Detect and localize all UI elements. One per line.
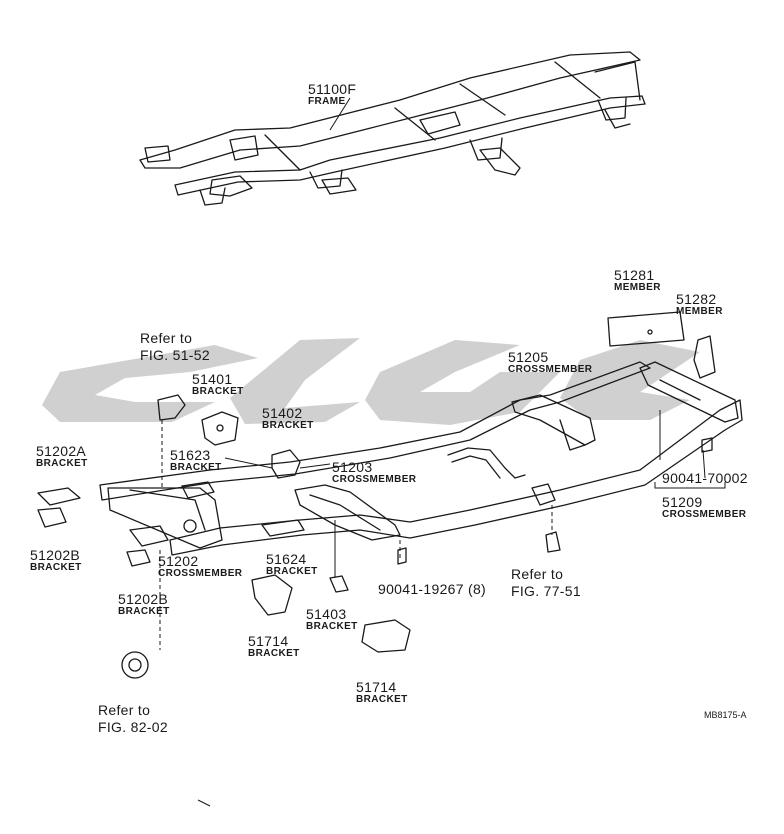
part-name: BRACKET <box>170 462 222 473</box>
part-number: 51282 <box>676 291 717 307</box>
part-number: 51203 <box>332 459 373 475</box>
frame-assembly-drawing <box>139 51 646 206</box>
part-number: 51403 <box>306 606 347 622</box>
diagram-code: MB8175-A <box>704 710 747 720</box>
part-number: 51202 <box>158 553 199 569</box>
label-51282: 51282 MEMBER <box>676 292 723 317</box>
part-number: 51402 <box>262 405 303 421</box>
label-51402: 51402 BRACKET <box>262 406 314 431</box>
label-51202: 51202 CROSSMEMBER <box>158 554 242 579</box>
part-name: BRACKET <box>30 562 82 573</box>
reference-fig-51-52: Refer to FIG. 51-52 <box>140 330 210 364</box>
part-number: 51202A <box>36 443 87 459</box>
reference-fig-82-02: Refer to FIG. 82-02 <box>98 702 168 736</box>
label-51202b-lower: 51202B BRACKET <box>118 592 170 617</box>
part-name: BRACKET <box>248 648 300 659</box>
label-51714-left: 51714 BRACKET <box>248 634 300 659</box>
reference-line1: Refer to <box>511 566 564 582</box>
label-51403: 51403 BRACKET <box>306 607 358 632</box>
part-name: CROSSMEMBER <box>158 568 243 579</box>
part-name: MEMBER <box>614 282 661 293</box>
label-51623: 51623 BRACKET <box>170 448 222 473</box>
label-51100f: 51100F FRAME <box>308 82 356 107</box>
frame-exploded-drawing <box>37 311 743 679</box>
label-51209: 51209 CROSSMEMBER <box>662 495 746 520</box>
reference-line2: FIG. 82-02 <box>98 719 168 735</box>
part-name: BRACKET <box>266 566 318 577</box>
label-51714-right: 51714 BRACKET <box>356 680 408 705</box>
part-name: CROSSMEMBER <box>332 474 417 485</box>
part-number: 51281 <box>614 267 655 283</box>
part-number: 51714 <box>248 633 289 649</box>
part-number: 51624 <box>266 551 307 567</box>
part-name: BRACKET <box>262 420 314 431</box>
reference-line1: Refer to <box>140 330 193 346</box>
part-name: BRACKET <box>118 606 170 617</box>
part-name: MEMBER <box>676 306 723 317</box>
label-90041-19267: 90041-19267 (8) <box>378 581 487 597</box>
part-number: 51209 <box>662 494 703 510</box>
part-name: BRACKET <box>356 694 408 705</box>
label-51205: 51205 CROSSMEMBER <box>508 350 592 375</box>
label-51281: 51281 MEMBER <box>614 268 661 293</box>
part-number: 51202B <box>118 591 169 607</box>
part-name: BRACKET <box>306 621 358 632</box>
label-51203: 51203 CROSSMEMBER <box>332 460 416 485</box>
bracket-51401-shape <box>157 394 186 421</box>
part-name: CROSSMEMBER <box>662 509 747 520</box>
reference-line1: Refer to <box>98 702 151 718</box>
part-name: FRAME <box>308 96 346 107</box>
part-number: 51205 <box>508 349 549 365</box>
reference-line2: FIG. 51-52 <box>140 347 210 363</box>
label-90041-70002: 90041-70002 <box>662 470 748 486</box>
part-name: CROSSMEMBER <box>508 364 593 375</box>
part-name: BRACKET <box>192 386 244 397</box>
leader-lines <box>159 97 726 807</box>
label-51202b-left: 51202B BRACKET <box>30 548 82 573</box>
part-number: 51623 <box>170 447 211 463</box>
part-name: BRACKET <box>36 458 88 469</box>
watermark-logo <box>42 338 700 425</box>
part-number: 51100F <box>308 81 357 97</box>
label-51202a: 51202A BRACKET <box>36 444 88 469</box>
reference-line2: FIG. 77-51 <box>511 583 581 599</box>
part-number: 51401 <box>192 371 233 387</box>
label-51624: 51624 BRACKET <box>266 552 318 577</box>
label-51401: 51401 BRACKET <box>192 372 244 397</box>
part-number: 51714 <box>356 679 397 695</box>
reference-fig-77-51: Refer to FIG. 77-51 <box>511 566 581 600</box>
part-number: 51202B <box>30 547 81 563</box>
